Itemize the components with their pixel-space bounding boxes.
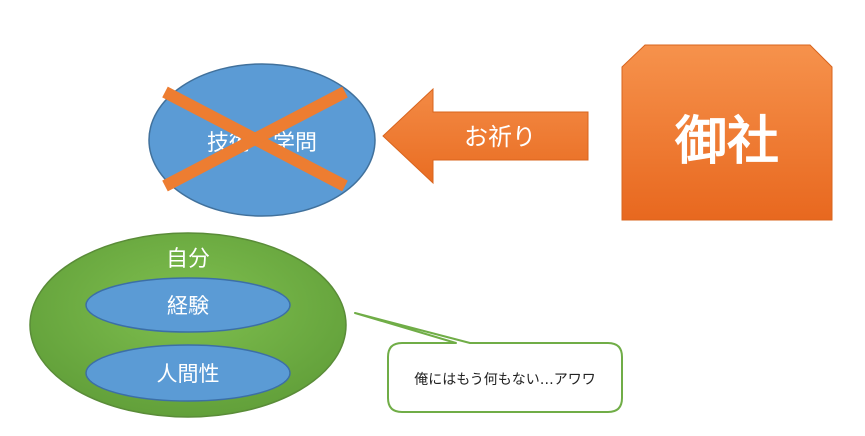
experience-label: 経験 bbox=[167, 294, 209, 318]
speech-bubble: 俺にはもう何もない…アワワ bbox=[354, 312, 623, 413]
company-box bbox=[621, 44, 833, 221]
humanity-label: 人間性 bbox=[157, 362, 220, 386]
self-label: 自分 bbox=[166, 247, 210, 272]
experience-ellipse bbox=[85, 277, 291, 333]
cross-line-2 bbox=[162, 86, 348, 192]
humanity-ellipse bbox=[85, 344, 291, 402]
prayer-arrow-label: お祈り bbox=[464, 123, 536, 151]
company-node: 御社 bbox=[621, 44, 833, 221]
left-arrow-shape bbox=[382, 87, 589, 185]
prayer-arrow: お祈り bbox=[382, 87, 589, 185]
speech-bubble-shape bbox=[354, 312, 623, 413]
tech-academics-node: 技術・学問 bbox=[148, 63, 376, 217]
company-label: 御社 bbox=[674, 112, 779, 172]
self-node: 自分 経験 人間性 bbox=[29, 232, 347, 418]
speech-bubble-text: 俺にはもう何もない…アワワ bbox=[414, 372, 596, 388]
